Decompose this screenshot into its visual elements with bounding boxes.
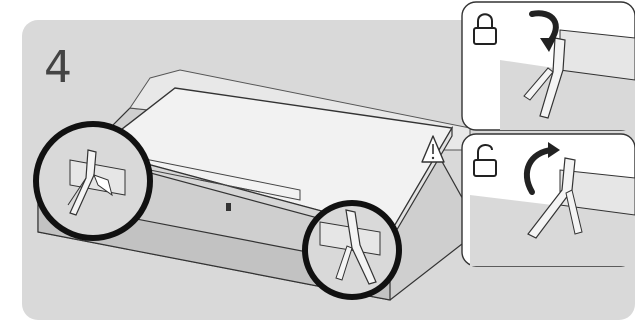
stand-left-detail	[36, 124, 150, 238]
inset-unlock	[462, 134, 635, 266]
step-number: 4	[44, 42, 72, 93]
port-connector	[226, 203, 231, 211]
stand-right-detail	[305, 203, 399, 297]
inset-lock	[462, 2, 635, 130]
